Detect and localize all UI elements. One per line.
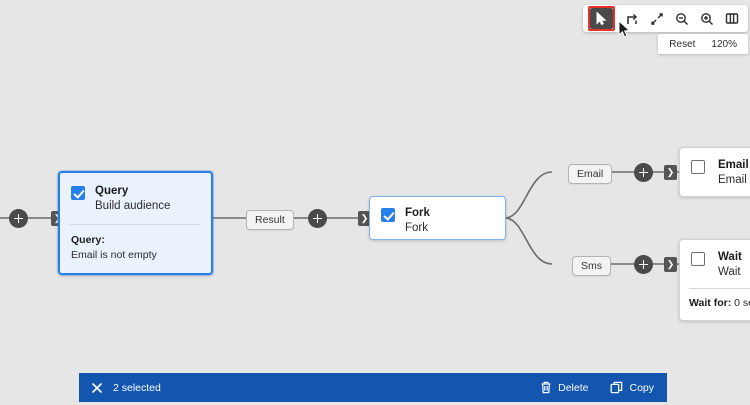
node-fork-title: Fork <box>405 207 430 219</box>
node-wait-header: Wait Wait <box>680 240 750 288</box>
node-query-checkbox[interactable] <box>71 186 85 200</box>
auto-layout-icon <box>625 12 639 26</box>
node-email-title: Email <box>718 159 749 171</box>
node-query-title: Query <box>95 185 129 197</box>
selection-action-bar[interactable]: 2 selected Delete <box>79 373 667 402</box>
node-input-connector-wait[interactable]: ❯ <box>664 257 677 272</box>
selection-count-label: 2 selected <box>113 381 161 394</box>
copy-button[interactable]: Copy <box>610 381 654 394</box>
node-fork-checkbox[interactable] <box>381 208 395 222</box>
node-email-checkbox[interactable] <box>691 160 705 174</box>
delete-label: Delete <box>558 381 589 394</box>
zoom-in-tool-button[interactable] <box>695 8 718 29</box>
zoom-out-tool-button[interactable] <box>670 8 693 29</box>
node-input-connector-fork[interactable]: ❯ <box>358 211 371 226</box>
edge-label-result: Result <box>246 210 294 230</box>
cursor-arrow-icon <box>596 12 607 25</box>
node-fork-subtitle: Fork <box>405 222 428 234</box>
node-wait-divider <box>689 288 750 289</box>
close-icon[interactable] <box>91 382 103 394</box>
node-wait-checkbox[interactable] <box>691 252 705 266</box>
node-email-subtitle: Email <box>718 174 747 186</box>
node-wait-detail-value: 0 secor <box>734 297 750 309</box>
node-email-header: Email Email <box>680 148 750 198</box>
node-query-divider <box>70 224 201 225</box>
add-node-button-start[interactable] <box>9 209 28 228</box>
node-fork[interactable]: Fork Fork <box>369 196 506 240</box>
node-wait-detail-label: Wait for: <box>689 297 732 309</box>
add-node-button-sms[interactable] <box>634 255 653 274</box>
zoom-status-row[interactable]: Reset 120% <box>658 34 748 54</box>
trash-icon <box>540 381 552 394</box>
node-wait-details: Wait for: 0 secor <box>680 289 750 320</box>
node-query-detail-value: Email is not empty <box>71 249 157 261</box>
node-wait[interactable]: Wait Wait Wait for: 0 secor <box>679 239 750 321</box>
edge-label-sms: Sms <box>572 256 611 276</box>
zoom-level-label: 120% <box>711 38 737 50</box>
minimap-tool-button[interactable] <box>720 8 743 29</box>
node-query-details: Query: Email is not empty <box>60 225 211 273</box>
node-email[interactable]: Email Email <box>679 147 750 197</box>
edge-label-email: Email <box>568 164 613 184</box>
zoom-in-icon <box>700 12 714 26</box>
node-input-connector-email[interactable]: ❯ <box>664 165 677 180</box>
node-query[interactable]: Query Build audience Query: Email is not… <box>58 171 213 275</box>
copy-icon <box>610 381 623 394</box>
canvas-toolbar[interactable] <box>583 5 748 32</box>
node-query-header: Query Build audience <box>60 173 211 224</box>
auto-layout-tool-button[interactable] <box>620 8 643 29</box>
node-wait-subtitle: Wait <box>718 266 741 278</box>
add-node-button-result[interactable] <box>308 209 327 228</box>
node-wait-title: Wait <box>718 251 742 263</box>
select-tool-highlight <box>588 6 615 31</box>
map-icon <box>725 12 739 25</box>
fit-to-screen-tool-button[interactable] <box>645 8 668 29</box>
node-query-detail-label: Query: <box>71 234 105 246</box>
zoom-out-icon <box>675 12 689 26</box>
select-tool-button[interactable] <box>590 8 613 29</box>
reset-zoom-button[interactable]: Reset <box>669 38 696 50</box>
node-query-subtitle: Build audience <box>95 200 171 212</box>
add-node-button-email[interactable] <box>634 163 653 182</box>
node-fork-header: Fork Fork <box>370 197 505 246</box>
copy-label: Copy <box>629 381 654 394</box>
fit-to-screen-icon <box>650 12 664 26</box>
delete-button[interactable]: Delete <box>540 381 588 394</box>
